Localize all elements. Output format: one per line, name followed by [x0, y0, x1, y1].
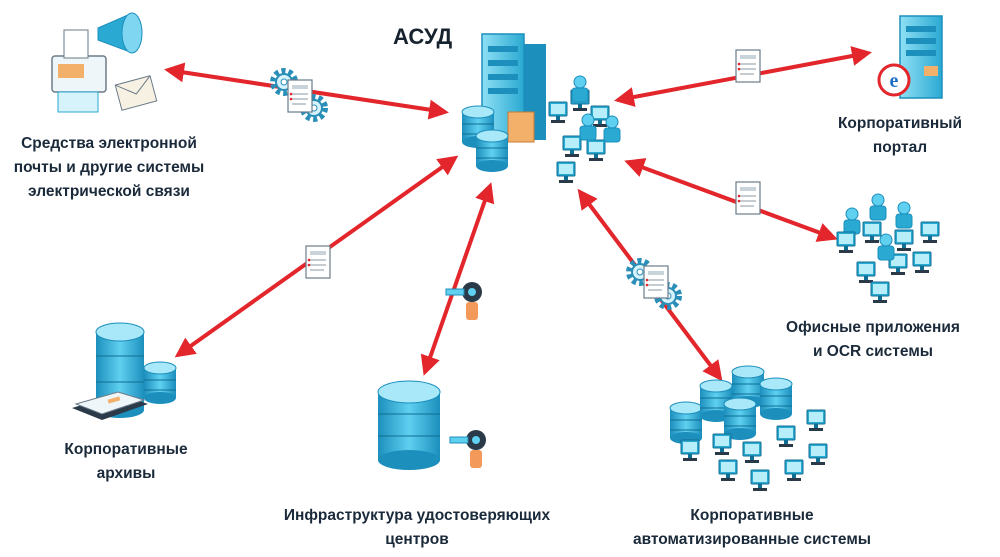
arrow-infra [420, 182, 495, 376]
user-icon [603, 115, 621, 143]
svg-text:e: e [890, 70, 899, 92]
book-icon [72, 391, 148, 420]
document-icon [643, 265, 669, 299]
database-icon [475, 129, 509, 173]
label-line: Корпоративный [837, 115, 963, 132]
arrow-office [624, 158, 838, 242]
document-icon [735, 181, 761, 215]
user-icon [571, 75, 589, 103]
label-line: и OCR системы [812, 343, 934, 360]
key-icon [449, 429, 487, 469]
document-icon [305, 245, 331, 279]
computer-icon [562, 135, 582, 158]
label-office: Офисные приложения и OCR системы [762, 316, 984, 364]
email-systems-icon [51, 12, 158, 113]
label-line: электрической связи [28, 183, 190, 200]
automated-systems-icon [669, 365, 828, 492]
label-auto: Корпоративные автоматизированные системы [600, 504, 904, 552]
label-line: почты и другие системы [13, 159, 205, 176]
label-line: портал [872, 139, 928, 156]
computer-icon [556, 161, 576, 184]
label-archive: Корпоративные архивы [46, 438, 206, 486]
document-icon [287, 79, 313, 113]
browser-icon: e [877, 63, 911, 97]
label-email: Средства электронной почты и другие сист… [0, 132, 218, 204]
computer-icon [548, 101, 568, 124]
label-line: Корпоративные [690, 507, 814, 524]
label-portal: Корпоративный портал [832, 112, 968, 160]
label-line: центров [385, 531, 449, 548]
label-line: архивы [96, 465, 156, 482]
label-line: Офисные приложения [786, 319, 960, 336]
document-icon [735, 49, 761, 83]
envelope-icon [114, 75, 158, 111]
label-line: автоматизированные системы [632, 531, 872, 548]
diagram-title: АСУД [393, 24, 453, 49]
infrastructure-database-icon [377, 380, 487, 470]
central-server-cluster [461, 33, 621, 184]
office-workstations-icon [836, 193, 940, 304]
label-line: Средства электронной [21, 135, 197, 152]
computer-icon [586, 139, 606, 162]
user-icon [579, 113, 597, 141]
portal-server-icon: e [877, 15, 943, 99]
archive-database-icon [72, 322, 177, 420]
label-infra: Инфраструктура удостоверяющих центров [264, 504, 570, 552]
label-line: Корпоративные [64, 441, 188, 458]
label-line: Инфраструктура удостоверяющих [283, 507, 551, 524]
